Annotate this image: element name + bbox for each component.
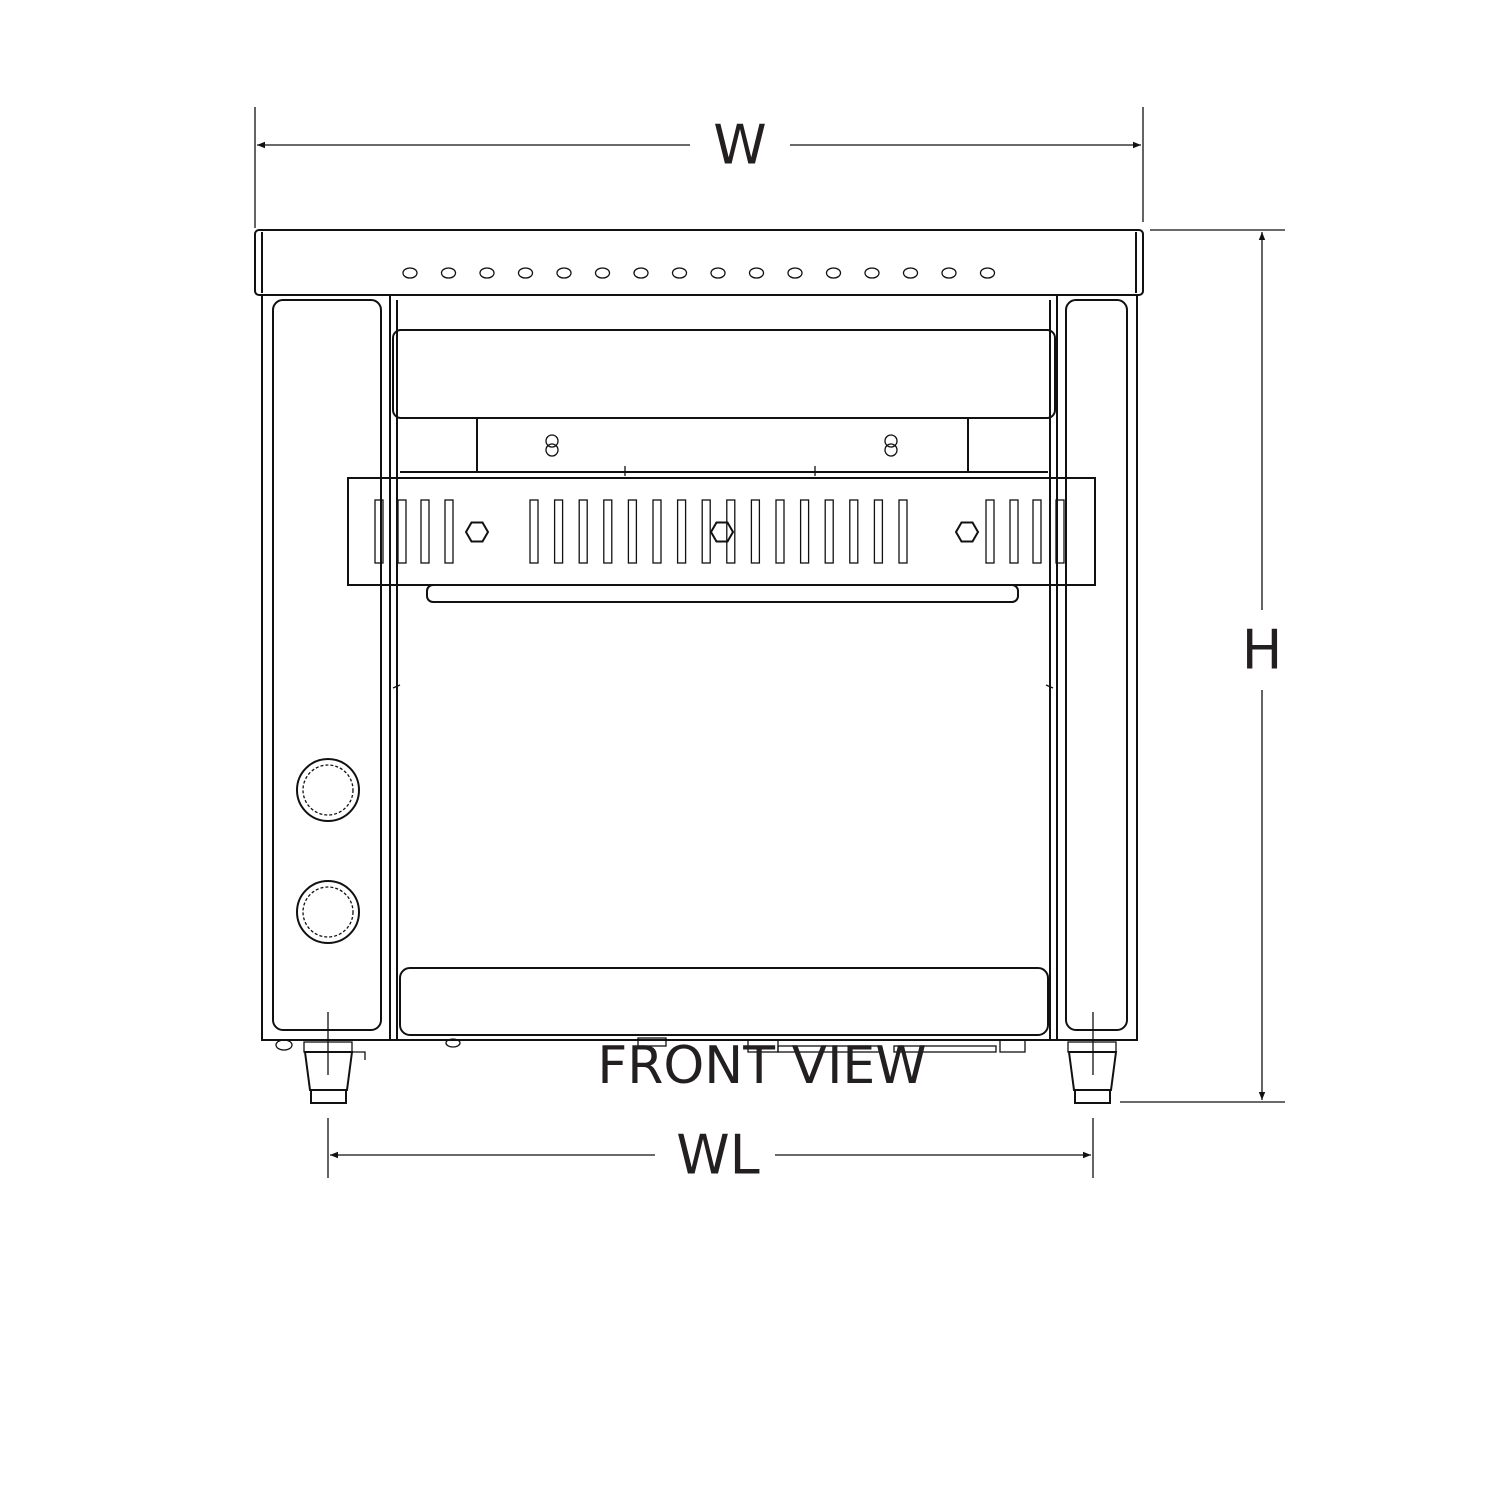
vent-hole (864, 267, 880, 279)
vent-hole (748, 267, 765, 279)
vent-slot (603, 499, 613, 564)
vent-slot (397, 499, 407, 564)
crumb-tray (399, 967, 1049, 1036)
height-dimension: H (1120, 229, 1285, 1103)
vent-slot (444, 499, 454, 564)
leg-width-label: WL (676, 1124, 759, 1187)
right-side-panel (1056, 294, 1138, 1041)
height-label: H (1242, 619, 1283, 682)
vent-hole (671, 267, 688, 279)
vent-slot (1009, 499, 1019, 564)
hex-nut-icon (709, 521, 735, 543)
vent-hole (594, 267, 611, 279)
toaster-body (262, 300, 1137, 1053)
vent-hole (517, 267, 534, 279)
vent-slot (985, 499, 995, 564)
vent-hole (556, 267, 572, 279)
hex-nut-icon (464, 521, 490, 543)
front-vent-bar (347, 477, 1096, 586)
vent-slot (578, 499, 588, 564)
vent-slot (898, 499, 908, 564)
vent-hole (479, 267, 495, 279)
top-cover (254, 229, 1144, 296)
width-label: W (713, 114, 766, 177)
vent-slot (1032, 499, 1042, 564)
vent-slot (775, 499, 785, 564)
vent-slot (676, 499, 687, 564)
adjust-pin-icon (545, 434, 559, 457)
vent-slot (824, 499, 834, 564)
vent-slot (529, 499, 539, 564)
vent-slot (701, 499, 711, 564)
width-dimension: W (254, 107, 1144, 228)
vent-hole (941, 267, 957, 279)
vent-hole (787, 267, 803, 279)
vent-hole (825, 267, 842, 279)
vent-slot (799, 499, 810, 564)
right-foot (1067, 1012, 1118, 1104)
hex-nut-icon (954, 521, 980, 543)
left-foot (303, 1012, 366, 1104)
vent-hole (979, 267, 996, 279)
vent-slot (1055, 499, 1065, 564)
vent-hole (402, 267, 418, 279)
control-knob[interactable] (296, 758, 360, 822)
vent-slot (873, 499, 884, 564)
vent-slot (652, 499, 662, 564)
vent-hole (633, 267, 649, 279)
left-side-panel (261, 294, 391, 1041)
leg-width-dimension: WL (327, 1118, 1094, 1187)
vent-slot (726, 499, 736, 564)
vent-slot (374, 499, 384, 564)
vent-hole (440, 267, 457, 279)
vent-slot (553, 499, 564, 564)
view-caption: FRONT VIEW (597, 1036, 926, 1096)
vent-slot (420, 499, 430, 564)
vent-slot (849, 499, 859, 564)
vent-hole (710, 267, 726, 279)
control-knob[interactable] (296, 880, 360, 944)
vent-slot (627, 499, 638, 564)
vent-slot (750, 499, 761, 564)
adjust-pin-icon (884, 434, 898, 457)
vent-hole (902, 267, 919, 279)
